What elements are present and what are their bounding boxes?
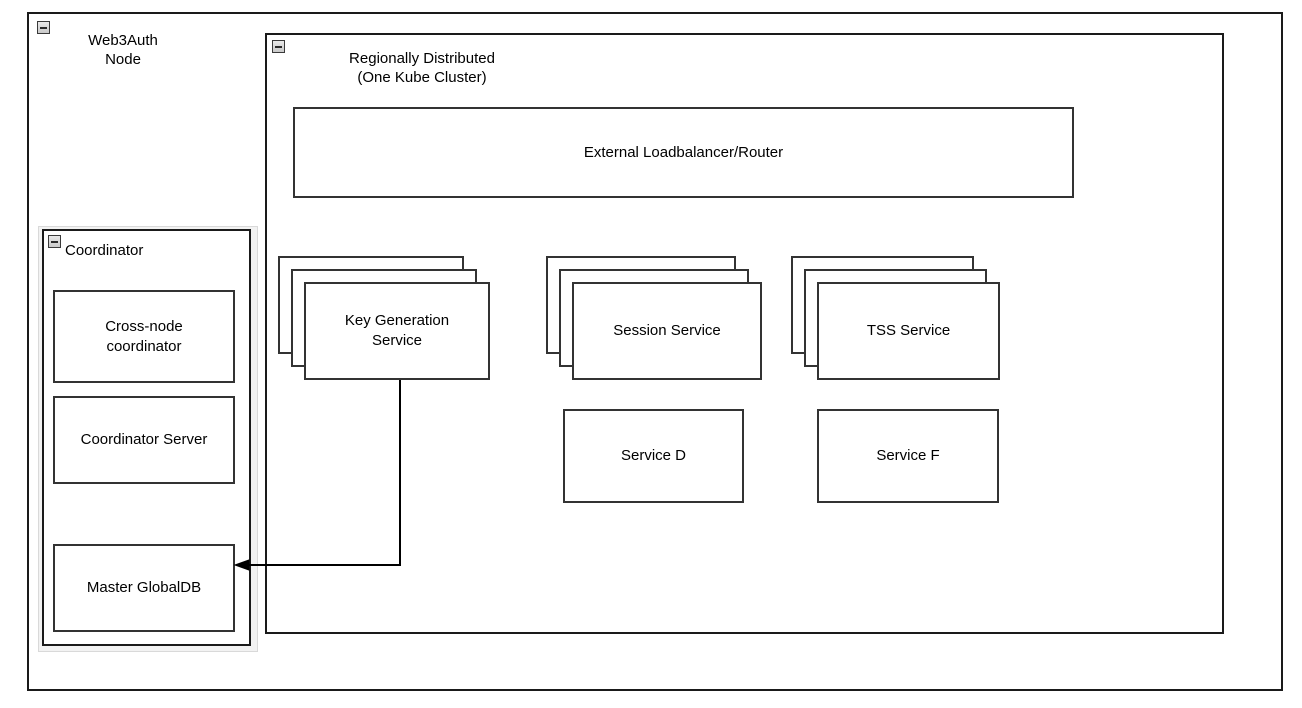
kube-cluster-label: Regionally Distributed (One Kube Cluster…	[349, 50, 495, 86]
collapse-minus-icon-coordinator[interactable]	[48, 235, 61, 248]
cross-node-coordinator-box[interactable]: Cross-node coordinator	[53, 290, 235, 383]
key-generation-service-label: Key Generation Service	[344, 312, 450, 349]
service-f-box[interactable]: Service F	[817, 409, 999, 503]
coordinator-server-box[interactable]: Coordinator Server	[53, 396, 235, 484]
tss-service-label: TSS Service	[866, 322, 951, 339]
web3auth-node-label: Web3Auth Node	[88, 32, 158, 68]
session-service-stack[interactable]: Session Service	[546, 256, 762, 380]
external-loadbalancer-router-box[interactable]: External Loadbalancer/Router	[293, 107, 1074, 198]
cross-node-coordinator-label: Cross-node coordinator	[105, 317, 183, 355]
master-globaldb-box[interactable]: Master GlobalDB	[53, 544, 235, 632]
master-globaldb-label: Master GlobalDB	[86, 579, 202, 596]
tss-service-stack[interactable]: TSS Service	[791, 256, 1000, 380]
key-generation-service-box[interactable]: Key Generation Service	[304, 282, 490, 380]
coordinator-server-label: Coordinator Server	[80, 431, 208, 448]
tss-service-box[interactable]: TSS Service	[817, 282, 1000, 380]
service-d-box[interactable]: Service D	[563, 409, 744, 503]
collapse-minus-icon-kube-cluster[interactable]	[272, 40, 285, 53]
session-service-label: Session Service	[613, 322, 721, 339]
service-f-label: Service F	[876, 447, 940, 464]
external-loadbalancer-router-label: External Loadbalancer/Router	[583, 143, 784, 161]
coordinator-label: Coordinator	[65, 242, 144, 259]
session-service-box[interactable]: Session Service	[572, 282, 762, 380]
key-generation-service-stack[interactable]: Key Generation Service	[278, 256, 490, 380]
collapse-minus-icon-web3auth-node[interactable]	[37, 21, 50, 34]
service-d-label: Service D	[620, 447, 687, 464]
